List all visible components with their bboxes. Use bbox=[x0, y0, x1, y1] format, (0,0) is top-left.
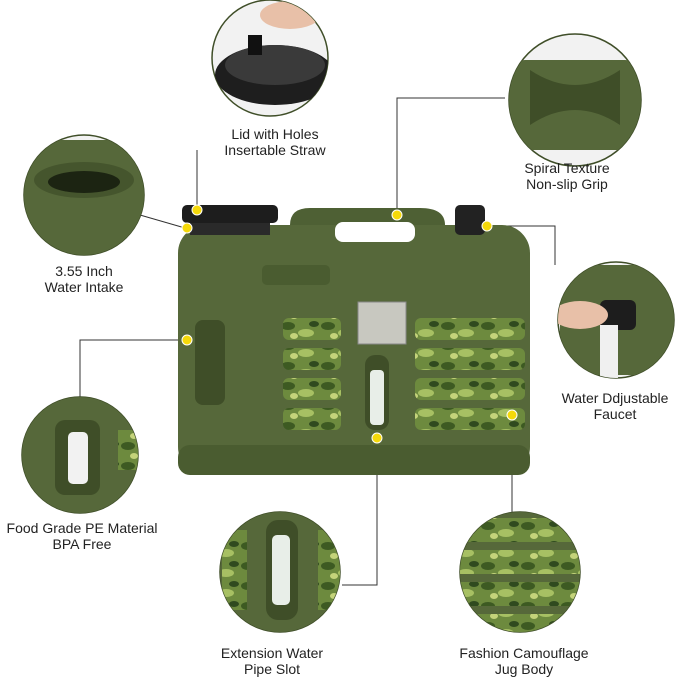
lid-hotspot bbox=[191, 204, 203, 216]
pipe-label-line2: Pipe Slot bbox=[243, 661, 301, 677]
grip-hotspot bbox=[391, 209, 403, 221]
faucet-hotspot bbox=[481, 220, 493, 232]
material-label-line2: BPA Free bbox=[52, 536, 112, 552]
lid-label-line1: Lid with Holes bbox=[231, 126, 319, 142]
lid-label-line2: Insertable Straw bbox=[224, 142, 326, 158]
body-label-line2: Jug Body bbox=[494, 661, 554, 677]
water-jug bbox=[178, 205, 530, 475]
grip-label-line2: Non-slip Grip bbox=[526, 176, 608, 192]
material-label-line1: Food Grade PE Material bbox=[6, 520, 158, 536]
pipe-hotspot bbox=[371, 432, 383, 444]
body-hotspot bbox=[506, 409, 518, 421]
grip-label-line1: Spiral Texture bbox=[524, 160, 610, 176]
body-label-line1: Fashion Camouflage bbox=[459, 645, 589, 661]
pipe-label-line1: Extension Water bbox=[220, 645, 324, 661]
intake-label-line2: Water Intake bbox=[44, 279, 124, 295]
material-hotspot bbox=[181, 334, 193, 346]
faucet-label-line1: Water Ddjustable bbox=[561, 390, 669, 406]
intake-label-line1: 3.55 Inch bbox=[55, 263, 113, 279]
intake-hotspot bbox=[181, 222, 193, 234]
faucet-label-line2: Faucet bbox=[593, 406, 637, 422]
